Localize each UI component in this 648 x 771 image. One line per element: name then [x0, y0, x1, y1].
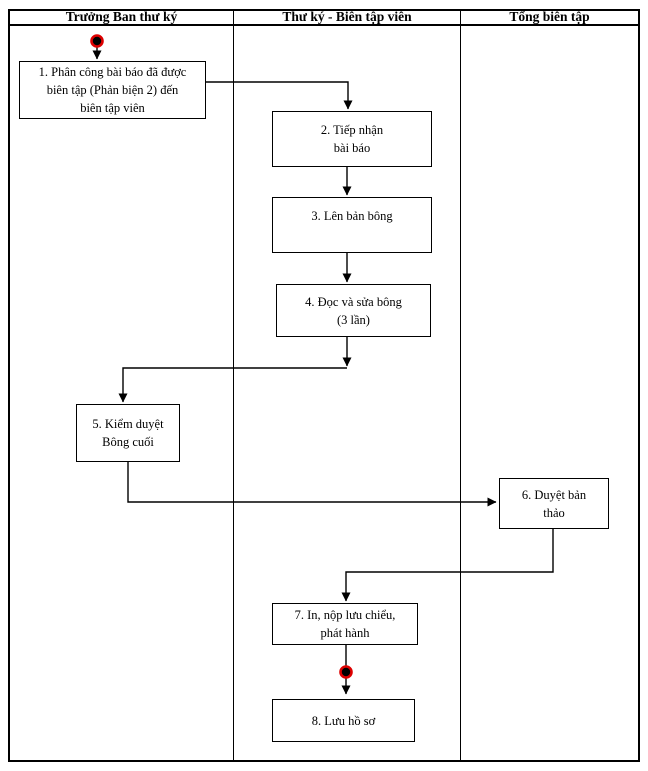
lane-header-thu-ky-bien-tap-vien: Thư ký - Biên tập viên — [282, 9, 412, 24]
flow-step-7: 7. In, nộp lưu chiểu, phát hành — [272, 603, 418, 645]
flow-step-2: 2. Tiếp nhận bài báo — [272, 111, 432, 167]
flow-step-5: 5. Kiểm duyệt Bông cuối — [76, 404, 180, 462]
lane-header-tong-bien-tap: Tổng biên tập — [509, 9, 590, 24]
lane-divider-1 — [233, 9, 234, 762]
flow-step-8: 8. Lưu hồ sơ — [272, 699, 415, 742]
flow-step-1: 1. Phân công bài báo đã được biên tập (P… — [19, 61, 206, 119]
lane-header-truong-ban-thu-ky: Trưởng Ban thư ký — [65, 9, 178, 24]
flow-step-4: 4. Đọc và sửa bông (3 lần) — [276, 284, 431, 337]
table-outer-border — [8, 9, 640, 762]
lane-divider-2 — [460, 9, 461, 762]
flow-step-3: 3. Lên bản bông — [272, 197, 432, 253]
flow-step-6: 6. Duyệt bản thảo — [499, 478, 609, 529]
header-separator-line — [8, 24, 640, 26]
